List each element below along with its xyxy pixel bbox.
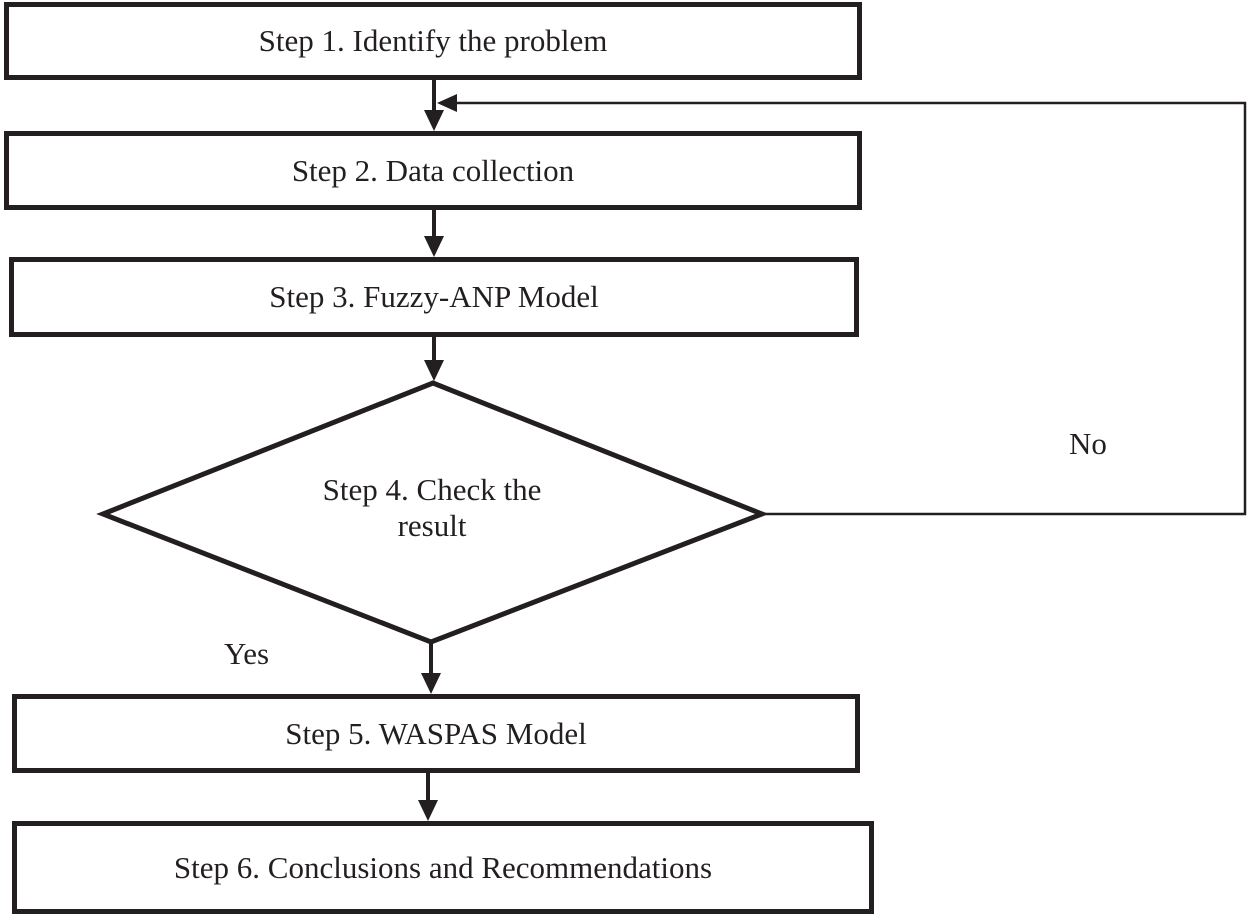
arrowhead-step3	[424, 236, 444, 257]
step6-label: Step 6. Conclusions and Recommendations	[173, 849, 713, 885]
arrowhead-step5	[421, 673, 441, 694]
step6-box: Step 6. Conclusions and Recommendations	[12, 821, 874, 914]
step5-label: Step 5. WASPAS Model	[285, 715, 587, 751]
step2-label: Step 2. Data collection	[291, 152, 575, 188]
step1-label: Step 1. Identify the problem	[258, 23, 608, 58]
step3-label: Step 3. Fuzzy-ANP Model	[269, 279, 599, 314]
arrowhead-step2	[424, 110, 444, 131]
step3-box: Step 3. Fuzzy-ANP Model	[9, 257, 859, 337]
step2-box: Step 2. Data collection	[4, 131, 862, 210]
step5-box: Step 5. WASPAS Model	[12, 694, 860, 773]
step4-label-line1: Step 4. Check the	[322, 472, 542, 507]
decision-diamond	[96, 380, 769, 645]
arrowhead-feedback	[437, 94, 457, 112]
step4-label: Step 4. Check the result	[282, 472, 582, 544]
step4-label-line2: result	[397, 508, 467, 543]
yes-label: Yes	[224, 636, 270, 671]
feedback-loop-no	[455, 101, 1247, 516]
arrowhead-step6	[418, 800, 438, 821]
arrowhead-step4	[424, 360, 444, 381]
step1-box: Step 1. Identify the problem	[4, 2, 862, 80]
no-label: No	[1069, 426, 1107, 461]
